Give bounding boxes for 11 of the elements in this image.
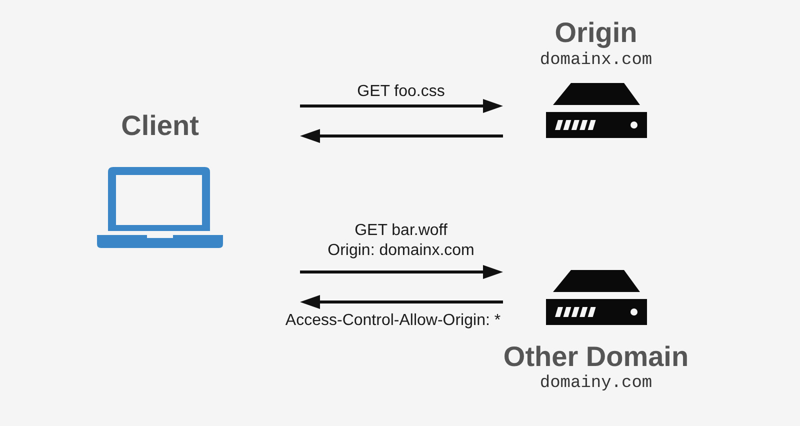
heading-label: Origin bbox=[554, 18, 638, 48]
edge-label: GET bar.woff Origin: domainx.com bbox=[326, 221, 476, 261]
domain-label: domainx.com bbox=[540, 51, 652, 71]
heading-label: Client bbox=[121, 111, 199, 141]
edge-label: Access-Control-Allow-Origin: * bbox=[283, 311, 503, 331]
heading-label: Other Domain bbox=[503, 342, 689, 372]
arrow bbox=[300, 129, 503, 143]
arrow bbox=[300, 265, 503, 279]
arrow bbox=[300, 295, 503, 309]
arrow bbox=[300, 99, 503, 113]
domain-label: domainy.com bbox=[540, 374, 652, 394]
